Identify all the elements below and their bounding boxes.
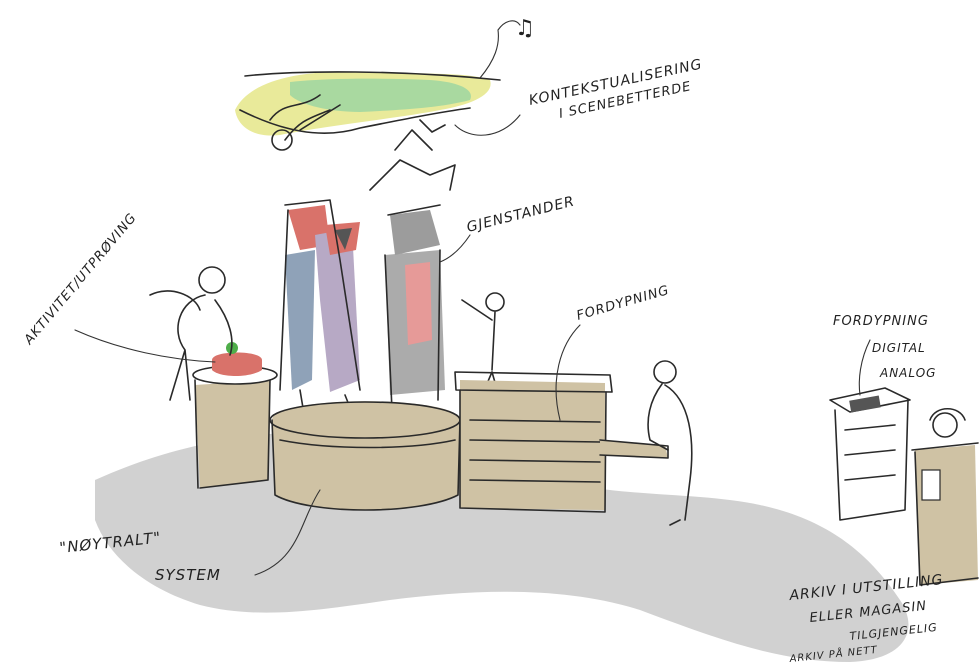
label-fordypning-digital-3: ANALOG (879, 366, 936, 380)
label-fordypning: FORDYPNING (575, 283, 671, 324)
label-fordypning-digital-1: FORDYPNING (833, 314, 929, 329)
ceiling-installation (235, 20, 521, 151)
archive-stand (911, 407, 979, 586)
leader-aktivitet (74, 329, 216, 363)
leader-noytralt (254, 489, 321, 576)
leader-gjenstander (439, 234, 471, 263)
fordypning-cabinet (454, 360, 693, 526)
leader-fordypning (555, 324, 581, 421)
mannequin-group (279, 129, 505, 421)
digital-analog-stand (829, 387, 911, 521)
label-gjenstander: GJENSTANDER (465, 194, 576, 236)
label-fordypning-digital-2: DIGITAL (872, 341, 926, 355)
central-plinth (269, 401, 461, 511)
leader-kontekst (454, 114, 521, 136)
label-aktivitet: AKTIVITET/UTPRØVING (21, 210, 140, 348)
music-note: ♫ (515, 16, 536, 41)
leader-digital (858, 339, 871, 396)
activity-table (149, 266, 278, 489)
label-noytralt-2: SYSTEM (155, 566, 221, 584)
